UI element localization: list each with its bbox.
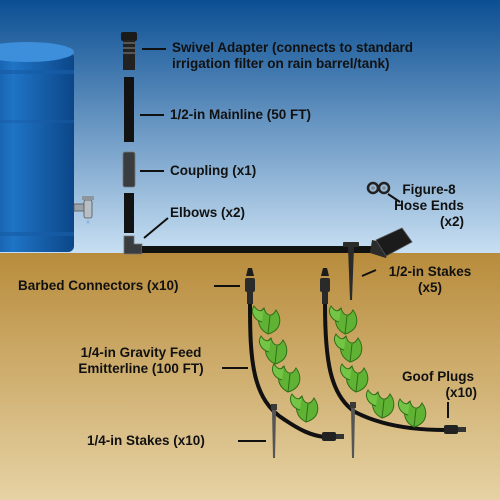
rain-barrel [0, 42, 74, 252]
barbed-connector-icon-2 [320, 268, 330, 304]
leader-line [387, 193, 401, 203]
label-emitterline-line1: 1/4-in Gravity Feed [80, 345, 202, 360]
figure-8-hose-end-icon [366, 181, 391, 195]
label-elbows: Elbows (x2) [170, 205, 246, 220]
label-swivel-adapter-line2: irrigation filter on rain barrel/tank) [172, 56, 390, 71]
leader-line [361, 269, 377, 277]
mainline-tube-segment-2 [124, 193, 134, 233]
label-figure-8-line1: Figure-8 [402, 182, 456, 197]
goof-plug-icon-2 [444, 425, 466, 434]
half-inch-stake-icon [343, 242, 359, 300]
label-goof-plugs-line1: Goof Plugs [402, 369, 474, 384]
coupling-icon [122, 151, 136, 188]
label-half-inch-stakes-line1: 1/2-in Stakes [388, 264, 472, 279]
label-emitterline: 1/4-in Gravity Feed Emitterline (100 FT) [62, 345, 220, 377]
label-emitterline-line2: Emitterline (100 FT) [78, 361, 204, 376]
goof-plug-icon [322, 432, 344, 441]
sky-background [0, 0, 500, 255]
quarter-inch-stake-icon [271, 404, 277, 458]
label-swivel-adapter: Swivel Adapter (connects to standard irr… [172, 40, 413, 72]
spigot-icon [73, 196, 94, 224]
mainline-tube-segment [124, 77, 134, 142]
swivel-adapter-icon [121, 32, 137, 70]
label-figure-8-hose-ends: Figure-8 Hose Ends (x2) [392, 182, 466, 230]
label-barbed-connectors: Barbed Connectors (x10) [18, 278, 179, 293]
label-goof-plugs: Goof Plugs (x10) [393, 369, 483, 401]
label-figure-8-line3: (x2) [439, 214, 464, 229]
label-half-inch-stakes: 1/2-in Stakes (x5) [380, 264, 480, 296]
label-swivel-adapter-line1: Swivel Adapter (connects to standard [172, 40, 414, 55]
label-quarter-inch-stakes: 1/4-in Stakes (x10) [87, 433, 205, 448]
emitterline-tube-2 [323, 303, 447, 432]
label-coupling: Coupling (x1) [170, 163, 257, 178]
label-mainline: 1/2-in Mainline (50 FT) [170, 107, 312, 122]
quarter-inch-stake-icon-2 [350, 402, 356, 458]
label-half-inch-stakes-line2: (x5) [417, 280, 442, 295]
figure-8-installed-icon [375, 227, 413, 257]
emitterline-tube [248, 303, 325, 439]
label-goof-plugs-line2: (x10) [445, 385, 477, 400]
label-figure-8-line2: Hose Ends [394, 198, 464, 213]
mainline-tube [142, 246, 377, 253]
leader-line [143, 217, 169, 239]
barbed-connector-icon [245, 268, 255, 304]
elbow-icon [123, 235, 143, 255]
